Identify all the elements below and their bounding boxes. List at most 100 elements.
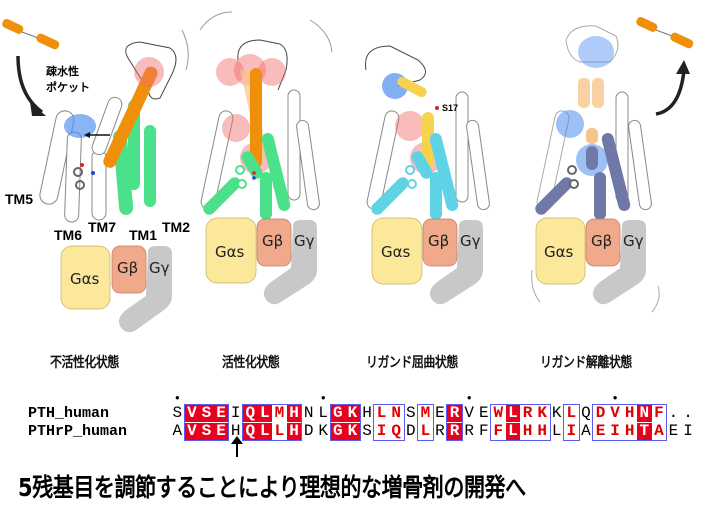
g-protein-complex: Gαs Gβ Gγ [60,245,172,333]
residue: K [551,404,562,422]
residue: N [637,405,652,422]
caption: 5残基目を調節することにより理想的な増骨剤の開発へ [18,473,526,502]
residue: R [447,405,462,422]
residue: S [199,405,214,422]
panel-inactive-state: 疎水性 ポケット TM5 TM6 TM7 TM1 TM2 [0,0,190,340]
residue: A [654,422,664,440]
residue: S [199,423,214,440]
state-label-active: 活性化状態 [222,355,280,371]
position-5-arrow-line [236,441,238,457]
residue: Q [242,405,258,422]
s17-residue-label: S17 [442,103,458,113]
residue: H [624,404,635,422]
residue: V [184,405,200,422]
residue: K [537,404,547,422]
ligand-bent-state-diagram: S17 Gαs Gβ Gγ [365,45,490,305]
residue: R [447,423,462,440]
residue: H [286,423,302,440]
svg-text:Gβ: Gβ [428,232,449,250]
residue: A [581,422,591,440]
g-protein-complex: Gαs Gβ Gγ [535,217,646,305]
residue: L [551,422,562,440]
residue: S [405,404,416,422]
tm5-label: TM5 [5,191,33,207]
position-5-arrow-icon [231,436,243,444]
conservation-dots: •••• [173,392,619,406]
residue: L [318,404,329,422]
residue: R [435,422,445,440]
residue: F [478,422,489,440]
residue: H [230,422,241,440]
state-label-ligand-bent: リガンド屈曲状態 [366,355,458,371]
svg-text:Gγ: Gγ [294,232,315,250]
residue: H [537,422,547,440]
residue: M [274,404,285,422]
residue: H [624,422,635,440]
tm1-label: TM1 [129,227,157,243]
inactive-state-diagram: 疎水性 ポケット TM5 TM6 TM7 TM1 TM2 [2,19,190,333]
svg-text:Gβ: Gβ [262,232,283,250]
residue: . [668,404,679,422]
residue: Q [242,423,258,440]
residue: E [213,405,229,422]
residue: Q [581,404,591,422]
residue: V [184,423,200,440]
residue: G [330,423,346,440]
residue: T [637,423,652,440]
svg-text:Gαs: Gαs [544,243,574,261]
residue: D [595,404,606,422]
panel-active-state: Gαs Gβ Gγ [190,0,370,340]
residue: K [345,423,360,440]
g-protein-complex: Gαs Gβ Gγ [371,217,483,305]
active-state-diagram: Gαs Gβ Gγ [199,11,333,305]
svg-text:Gαs: Gαs [381,243,411,261]
residue: L [505,423,521,440]
residue: E [435,404,445,422]
residue: L [257,405,273,422]
residue: E [668,422,679,440]
peptide-ligand-icon [2,19,60,50]
residue: I [376,422,387,440]
hydrophobic-pocket [64,114,96,138]
residue: V [464,404,474,422]
tm7-label: TM7 [88,219,116,235]
svg-text:Gγ: Gγ [460,232,481,250]
residue: G [330,405,346,422]
residue: L [420,422,431,440]
residue: I [610,422,620,440]
residue: R [464,422,474,440]
panel-ligand-dissociated-state: Gαs Gβ Gγ [530,0,708,340]
residue: N [391,404,401,422]
residue: I [683,422,693,440]
residue: R [522,404,533,422]
residue: E [213,423,229,440]
svg-text:Gγ: Gγ [623,232,644,250]
residue: S [362,422,372,440]
residue: E [478,404,489,422]
residue: I [566,422,577,440]
svg-text:Gβ: Gβ [591,232,612,250]
tm6-label: TM6 [54,227,82,243]
residue: L [274,422,285,440]
ligand-dissociated-state-diagram: Gαs Gβ Gγ [531,17,694,313]
residue: M [420,404,431,422]
residue: F [654,404,664,422]
g-gamma-label: Gγ [149,259,170,277]
residue: E [595,422,606,440]
sequence-name: PTH_human [28,405,110,422]
g-protein-complex: Gαs Gβ Gγ [205,217,317,305]
panel-ligand-bent-state: S17 Gαs Gβ Gγ [360,0,540,340]
residue: A [172,422,183,440]
residue: K [345,405,360,422]
residue: K [318,422,329,440]
sequence-name: PTHrP_human [28,423,128,440]
residue: Q [391,422,401,440]
residue: H [362,404,372,422]
residue: F [493,422,504,440]
residue: S [172,404,183,422]
residue: L [566,404,577,422]
